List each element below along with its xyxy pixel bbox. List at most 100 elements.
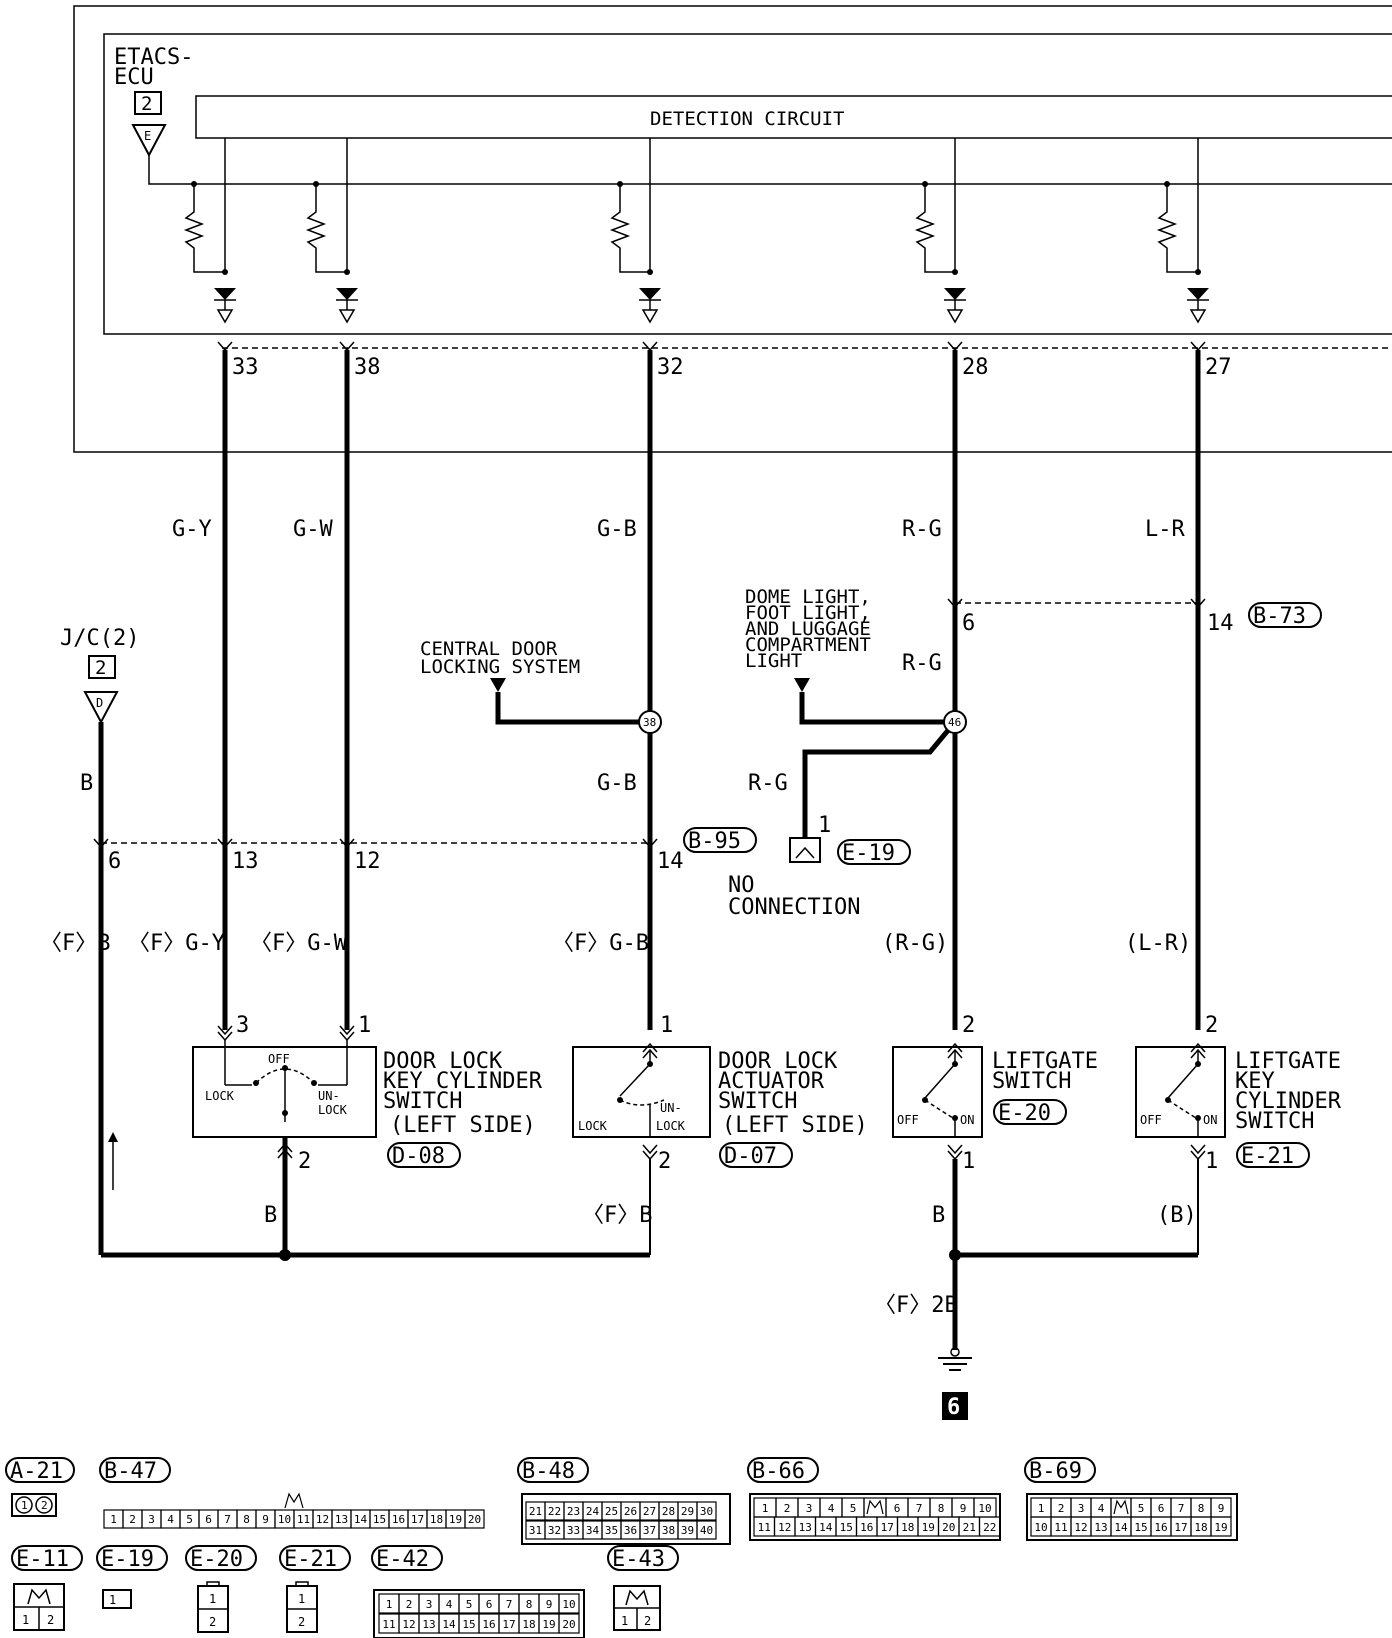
cv-b48-pin: 32 bbox=[548, 1524, 561, 1537]
cv-b47-pin: 2 bbox=[129, 1513, 136, 1526]
connector-b95-ticks bbox=[93, 838, 658, 849]
cv-b69-pin: 14 bbox=[1114, 1521, 1128, 1534]
label-lr-paren: (L-R) bbox=[1125, 931, 1191, 956]
cv-a21-pin-2: 2 bbox=[41, 1499, 48, 1512]
cv-e43-label: E-43 bbox=[612, 1547, 665, 1572]
cv-b48-pin: 22 bbox=[548, 1505, 561, 1518]
cv-b66-pin: 9 bbox=[960, 1502, 967, 1515]
cv-e42-pin: 8 bbox=[526, 1598, 533, 1611]
cv-b48-pin: 35 bbox=[605, 1524, 618, 1537]
connector-b95-pin-12: 12 bbox=[354, 849, 381, 874]
cv-b66-pin: 13 bbox=[799, 1521, 812, 1534]
detection-circuit-box bbox=[195, 95, 1392, 139]
cv-b66-pin: 19 bbox=[922, 1521, 935, 1534]
ecu-pin-27: 27 bbox=[1205, 355, 1232, 380]
dome-arrow bbox=[794, 678, 810, 692]
central-door-line1: CENTRAL DOOR bbox=[420, 638, 558, 660]
key-cyl-lock: LOCK bbox=[205, 1089, 235, 1103]
cv-e42-frame bbox=[371, 1545, 443, 1571]
cv-b69-cell bbox=[1210, 1516, 1232, 1537]
cv-b69-label: B-69 bbox=[1029, 1459, 1082, 1484]
cv-b47-pin: 7 bbox=[224, 1513, 231, 1526]
label-f-b: 〈F〉B bbox=[40, 931, 111, 956]
cv-b47-pin: 18 bbox=[430, 1513, 443, 1526]
liftgate-frame bbox=[993, 1099, 1067, 1125]
cv-e42-pin: 10 bbox=[562, 1598, 575, 1611]
cv-b69-pin: 9 bbox=[1218, 1502, 1225, 1515]
connector-b73-label: B-73 bbox=[1253, 604, 1306, 629]
e19-pin: 1 bbox=[818, 813, 831, 838]
cv-b69-pin: 8 bbox=[1198, 1502, 1205, 1515]
cv-b47-pin: 4 bbox=[167, 1513, 174, 1526]
e19-note-line1: NO bbox=[728, 873, 755, 898]
cv-b66-frame bbox=[747, 1457, 819, 1483]
cv-b47-pin: 19 bbox=[449, 1513, 462, 1526]
key-cyl-pin-1: 1 bbox=[358, 1013, 371, 1038]
cv-b48-pin: 29 bbox=[681, 1505, 694, 1518]
ecu-ground-letter: E bbox=[144, 129, 151, 143]
key-cyl-title-3: SWITCH bbox=[383, 1089, 462, 1114]
label-rg-paren: (R-G) bbox=[882, 931, 948, 956]
cv-e20-frame bbox=[185, 1545, 257, 1571]
cv-b47-pin: 6 bbox=[205, 1513, 212, 1526]
key-cylinder-switch bbox=[192, 1025, 377, 1138]
jc-ground-triangle bbox=[83, 691, 119, 725]
ground-number-box bbox=[942, 1392, 968, 1420]
wire-label-rg-lower: R-G bbox=[902, 651, 942, 676]
cv-b69-frame bbox=[1024, 1457, 1096, 1483]
cv-b69-pin: 2 bbox=[1058, 1502, 1065, 1515]
cv-b48-pin: 26 bbox=[624, 1505, 637, 1518]
wire-label-lr: L-R bbox=[1145, 517, 1185, 542]
ecu-box-frame bbox=[134, 91, 162, 115]
liftgate-key-on: ON bbox=[1203, 1113, 1217, 1127]
cv-b69-key-icon bbox=[1113, 1499, 1129, 1515]
liftgate-key-switch bbox=[1135, 1042, 1226, 1138]
connector-b95-pin-6: 6 bbox=[108, 849, 121, 874]
liftgate-key-title-3: CYLINDER bbox=[1235, 1089, 1342, 1114]
cv-e43-pin-1: 1 bbox=[621, 1614, 628, 1628]
actuator-title-4: (LEFT SIDE) bbox=[722, 1113, 868, 1138]
cv-a21-frame bbox=[5, 1457, 75, 1483]
cv-b66-pin: 20 bbox=[942, 1521, 955, 1534]
actuator-label: D-07 bbox=[724, 1144, 777, 1169]
cv-b69-pin: 4 bbox=[1098, 1502, 1105, 1515]
cv-b48-label: B-48 bbox=[522, 1459, 575, 1484]
e19-label: E-19 bbox=[842, 841, 895, 866]
liftgate-off: OFF bbox=[897, 1113, 919, 1127]
liftgate-key-title-1: LIFTGATE bbox=[1235, 1049, 1341, 1074]
cv-b47-frame bbox=[99, 1457, 171, 1483]
liftgate-key-pin-2: 2 bbox=[1205, 1013, 1218, 1038]
cv-b48-pin: 36 bbox=[624, 1524, 637, 1537]
cv-b47-cell bbox=[464, 1509, 485, 1529]
cv-b69-pin: 11 bbox=[1054, 1521, 1067, 1534]
wire-label-gw: G-W bbox=[293, 517, 333, 542]
label-b-lift: B bbox=[932, 1203, 945, 1228]
cv-b69-pin: 6 bbox=[1158, 1502, 1165, 1515]
cv-e42-pin: 11 bbox=[382, 1618, 395, 1631]
liftgate-key-title-2: KEY bbox=[1235, 1069, 1275, 1094]
cv-b69-pin: 16 bbox=[1154, 1521, 1167, 1534]
cv-b66-pin: 17 bbox=[881, 1521, 894, 1534]
cv-b69-pin: 10 bbox=[1034, 1521, 1047, 1534]
cv-e43-pin-2: 2 bbox=[644, 1614, 651, 1628]
actuator-lock: LOCK bbox=[578, 1119, 608, 1133]
cv-b48-pin: 40 bbox=[700, 1524, 713, 1537]
jc-name: J/C(2) bbox=[60, 626, 139, 651]
label-f-gy: 〈F〉G-Y bbox=[128, 931, 225, 956]
label-f-gb: 〈F〉G-B bbox=[552, 931, 649, 956]
cv-b69-pin: 7 bbox=[1178, 1502, 1185, 1515]
cv-e42-pin: 9 bbox=[546, 1598, 553, 1611]
cv-b47-pin: 12 bbox=[316, 1513, 329, 1526]
cv-b47-pin: 13 bbox=[335, 1513, 348, 1526]
wire-label-gb: G-B bbox=[597, 517, 637, 542]
actuator-unlock-1: UN- bbox=[660, 1101, 682, 1115]
connector-b95-label: B-95 bbox=[688, 829, 741, 854]
key-cyl-unlock-2: LOCK bbox=[318, 1103, 348, 1117]
cv-b66-pin: 5 bbox=[850, 1502, 857, 1515]
ecu-name-line2: ECU bbox=[114, 65, 154, 90]
cv-e19-body bbox=[102, 1589, 132, 1609]
ecu-pin-38: 38 bbox=[354, 355, 381, 380]
cv-b66-pin: 14 bbox=[819, 1521, 833, 1534]
cv-b47-key-icon bbox=[284, 1492, 304, 1509]
